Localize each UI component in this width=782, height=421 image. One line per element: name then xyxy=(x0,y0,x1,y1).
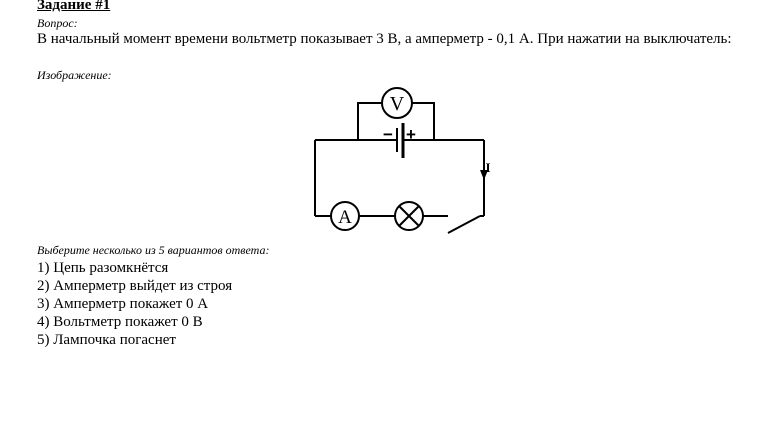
voltmeter-right-wire xyxy=(412,102,435,140)
voltmeter-left-wire xyxy=(357,102,382,140)
answer-option-2[interactable]: 2) Амперметр выйдет из строя xyxy=(37,278,233,294)
question-text: В начальный момент времени вольтметр пок… xyxy=(37,31,732,47)
question-label: Вопрос: xyxy=(37,16,78,30)
current-arrow-icon xyxy=(480,170,488,180)
circuit-diagram: V A I − + xyxy=(314,87,491,234)
battery-plus-symbol: + xyxy=(406,125,416,144)
answer-option-5[interactable]: 5) Лампочка погаснет xyxy=(37,332,176,348)
answers-label: Выберите несколько из 5 вариантов ответа… xyxy=(37,243,270,257)
current-symbol: I xyxy=(485,160,490,175)
answer-option-1[interactable]: 1) Цепь разомкнётся xyxy=(37,260,169,276)
voltmeter-icon xyxy=(381,87,413,119)
answer-option-3[interactable]: 3) Амперметр покажет 0 А xyxy=(37,296,209,312)
lamp-cross-2 xyxy=(398,205,420,227)
ammeter-symbol: A xyxy=(338,207,352,228)
image-label: Изображение: xyxy=(37,68,112,82)
task-title: Задание #1 xyxy=(37,0,111,13)
answer-list: 1) Цепь разомкнётся 2) Амперметр выйдет … xyxy=(37,259,232,349)
battery-minus-symbol: − xyxy=(383,125,393,144)
answer-option-4[interactable]: 4) Вольтметр покажет 0 В xyxy=(37,314,203,330)
switch-lever xyxy=(447,215,481,234)
voltmeter-symbol: V xyxy=(390,93,405,115)
